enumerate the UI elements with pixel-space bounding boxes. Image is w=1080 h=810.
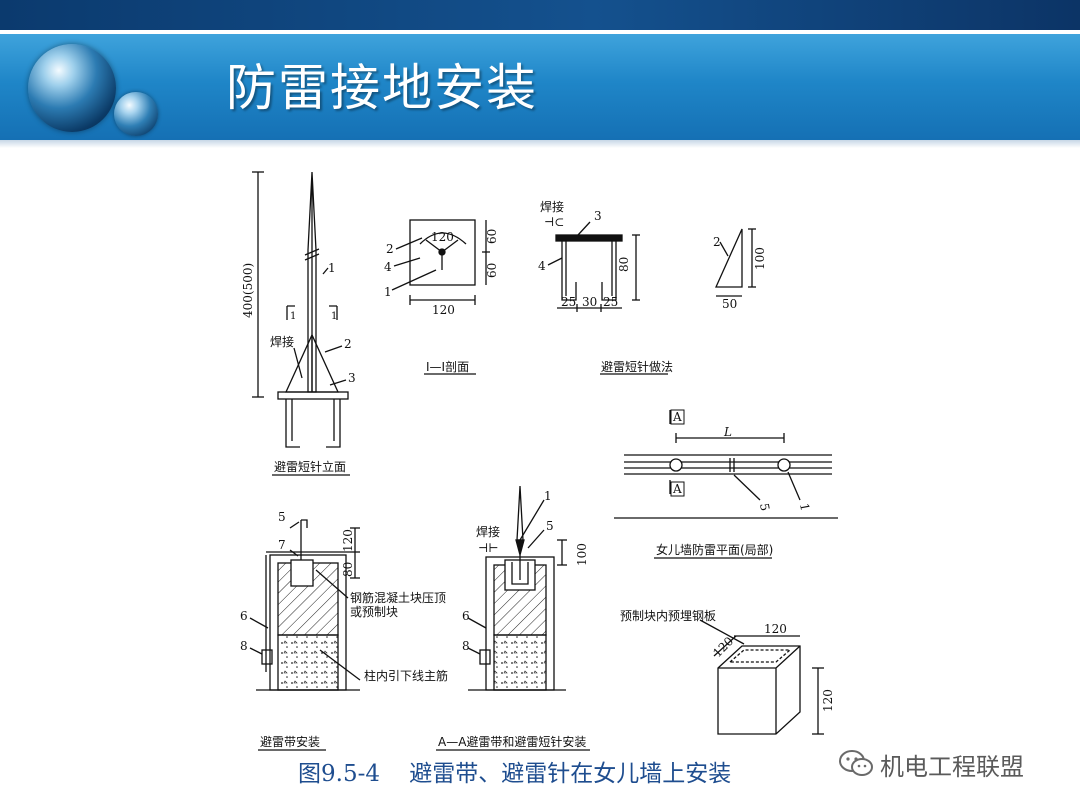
- watermark: 机电工程联盟: [838, 748, 1024, 781]
- method-caption: 避雷短针做法: [601, 359, 673, 374]
- belt-note-precast: 或预制块: [350, 605, 398, 619]
- belt-note-concrete: 钢筋混凝土块压顶: [350, 590, 446, 605]
- weld-symbol-icon: ⊣⊂: [544, 215, 564, 229]
- elevation-caption: 避雷短针立面: [274, 459, 346, 474]
- plan-label-5: 5: [757, 502, 772, 512]
- channel-dim-25-b: 25: [603, 295, 618, 309]
- decorative-sphere-icon: [28, 44, 116, 132]
- plan-mark-a-top: A: [672, 410, 682, 424]
- belt-installation: [249, 519, 361, 751]
- parapet-plan: [614, 410, 838, 559]
- decorative-small-sphere-icon: [114, 92, 158, 136]
- channel-dim-30: 30: [582, 295, 597, 309]
- section-a-a: [436, 485, 590, 751]
- aa-dim-100: 100: [575, 543, 589, 566]
- wechat-icon: [839, 750, 873, 776]
- aa-label-1: 1: [544, 489, 552, 503]
- triangle-dim-50: 50: [722, 297, 737, 311]
- belt-label-8: 8: [240, 639, 248, 653]
- banner-divider: [0, 140, 1080, 148]
- belt-dim-120: 120: [341, 529, 355, 552]
- slide-title: 防雷接地安装: [226, 59, 538, 117]
- aa-weld-label: 焊接: [476, 524, 500, 539]
- channel-weld-label: 焊接: [540, 199, 564, 214]
- plan-label-1: 1: [797, 502, 812, 512]
- block-dim-top: 120: [764, 622, 787, 636]
- figure-caption: 图9.5-4 避雷带、避雷针在女儿墙上安装: [298, 761, 732, 787]
- channel-label-3: 3: [594, 209, 602, 223]
- section-label-1: 1: [384, 285, 392, 299]
- elevation-label-3: 3: [348, 371, 356, 385]
- top-bar: [0, 0, 1080, 30]
- rod-elevation: [252, 171, 350, 476]
- watermark-text: 机电工程联盟: [880, 752, 1024, 781]
- block-dim-height: 120: [821, 689, 835, 712]
- belt-label-7: 7: [278, 538, 286, 552]
- section-dim-60-top: 60: [485, 229, 499, 244]
- belt-label-6: 6: [240, 609, 248, 623]
- aa-caption: A—A避雷带和避雷短针安装: [438, 734, 586, 749]
- section-label-4: 4: [384, 260, 392, 274]
- channel-dim-25-a: 25: [561, 295, 576, 309]
- plan-dim-l: L: [723, 425, 732, 439]
- belt-note-rebar: 柱内引下线主筋: [364, 668, 448, 683]
- section-mark-right: 1: [331, 311, 337, 322]
- channel-dim-80: 80: [617, 257, 631, 272]
- title-banner: [0, 34, 1080, 140]
- channel-detail: [547, 221, 668, 375]
- aa-label-5: 5: [546, 519, 554, 533]
- belt-label-5: 5: [278, 510, 286, 524]
- section-dim-60-bot: 60: [485, 263, 499, 278]
- elevation-label-1: 1: [328, 261, 336, 275]
- elevation-label-2: 2: [344, 337, 352, 351]
- triangle-plate: [714, 228, 756, 297]
- aa-label-6: 6: [462, 609, 470, 623]
- plan-mark-a-bottom: A: [672, 482, 682, 496]
- elevation-weld-label: 焊接: [270, 334, 294, 349]
- triangle-dim-100: 100: [753, 247, 767, 270]
- section-label-2: 2: [386, 242, 394, 256]
- section-dim-120: 120: [432, 303, 455, 317]
- block-note: 预制块内预埋钢板: [620, 609, 716, 623]
- section-caption: I—I剖面: [426, 360, 469, 374]
- aa-weld-symbol-icon: ⊣⊢: [478, 541, 499, 555]
- aa-label-8: 8: [462, 639, 470, 653]
- section-1-1: [391, 219, 490, 375]
- precast-block: [699, 619, 824, 735]
- section-inner-dim: 120: [431, 230, 454, 244]
- belt-caption: 避雷带安装: [260, 734, 320, 749]
- belt-dim-80: 80: [341, 562, 355, 577]
- elevation-height-dim: 400(500): [241, 263, 255, 318]
- section-mark-left: 1: [290, 311, 296, 322]
- triangle-label-2: 2: [713, 235, 721, 249]
- plan-caption: 女儿墙防雷平面(局部): [656, 542, 773, 557]
- channel-label-4: 4: [538, 259, 546, 273]
